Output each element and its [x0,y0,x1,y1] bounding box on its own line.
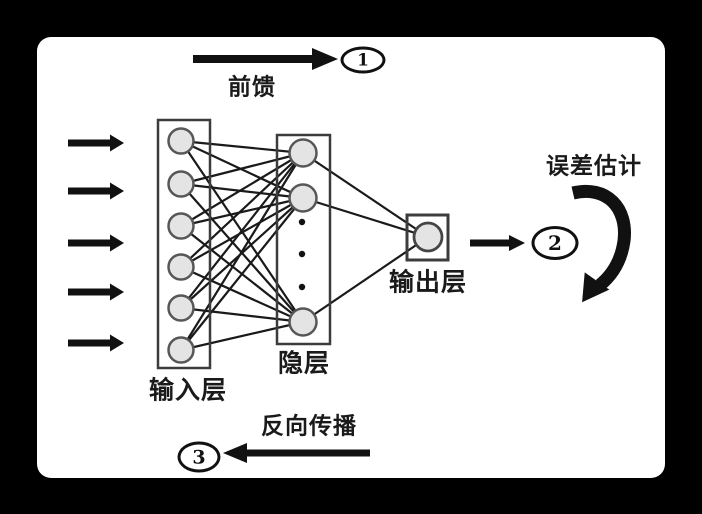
output-layer-label: 输出层 [388,267,468,297]
input-node [167,294,195,322]
hidden-ellipsis-dot [298,283,306,291]
output-arrow-head [509,235,525,251]
input-hidden-connection [180,320,304,352]
hidden-ellipsis-dot [298,250,306,258]
output-node [412,221,444,253]
hidden-layer-label: 隐层 [277,348,331,378]
error-estimation-label: 误差估计 [546,153,642,180]
input-arrow-head [110,334,124,352]
backprop-arrow-head [223,443,247,463]
input-hidden-connection [180,152,304,268]
input-node [167,212,195,240]
input-hidden-connection [180,182,304,200]
input-arrow-head [110,134,124,152]
input-hidden-connection [180,139,304,155]
feedforward-label: 前馈 [228,74,276,101]
step-2-badge: 2 [531,226,579,260]
input-hidden-connection [180,152,304,227]
input-layer-label: 输入层 [148,375,228,405]
hidden-node [288,138,318,168]
error-loop-arrowhead [582,272,610,303]
step-3-badge: 3 [177,441,221,473]
input-hidden-connection [180,265,304,324]
input-hidden-connection [180,306,304,324]
input-node [167,127,195,155]
input-arrow-head [110,182,124,200]
input-node [167,170,195,198]
input-hidden-connection [180,152,304,351]
input-hidden-connection [180,197,304,351]
hidden-node [288,307,318,337]
step-1-badge: 1 [340,46,386,74]
output-layer-box [405,213,450,262]
input-layer-box [156,118,212,370]
input-node [167,336,195,364]
input-hidden-connection [180,196,304,228]
input-arrow-head [110,234,124,252]
hidden-layer-box [275,133,332,346]
input-hidden-connection [180,152,304,309]
hidden-ellipsis-dot [298,218,306,226]
hidden-output-connection [302,196,429,239]
input-hidden-connection [180,151,304,186]
step-1-number: 1 [357,50,369,70]
error-loop-arrow [571,185,631,291]
input-hidden-connection [180,197,304,268]
hidden-output-connection [302,152,429,238]
step-2-number: 2 [548,231,562,255]
hidden-node [288,183,318,213]
backpropagation-label: 反向传播 [261,413,357,440]
step-3-number: 3 [192,446,206,468]
input-arrow-head [110,283,124,301]
feedforward-arrow-head [312,48,338,70]
input-node [167,253,195,281]
